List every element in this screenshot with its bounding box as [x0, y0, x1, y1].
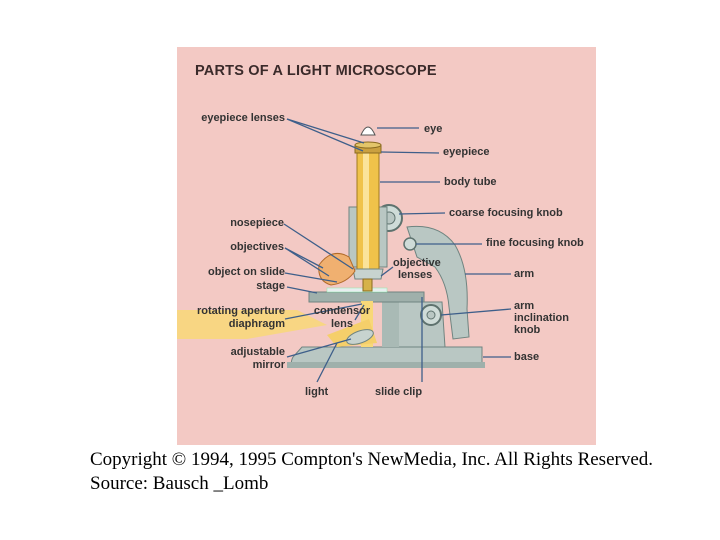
objective-lens: [362, 278, 373, 292]
label-stage: stage: [256, 280, 285, 292]
label-condensor-lens-line1: condensor: [313, 305, 371, 317]
label-adjustable-mirror-line2: mirror: [252, 359, 285, 371]
label-slide-clip: slide clip: [375, 386, 423, 398]
stage-support: [382, 302, 399, 347]
label-fine-focusing-knob: fine focusing knob: [486, 237, 584, 249]
label-object-on-slide: object on slide: [207, 266, 285, 278]
arm-inclination-knob-inner: [426, 310, 436, 320]
label-rotating-aperture-line1: rotating aperture: [196, 305, 285, 317]
microscope-arm: [406, 225, 470, 340]
label-eye: eye: [424, 123, 443, 135]
light-beam: [177, 310, 327, 339]
label-light: light: [305, 386, 329, 398]
slide: [326, 287, 388, 293]
label-base: base: [514, 351, 540, 363]
label-objective-lenses-line2: lenses: [398, 269, 433, 281]
label-objective-lenses-line1: objective: [393, 257, 441, 269]
body-tube-highlight: [363, 149, 369, 269]
eye-shape: [360, 126, 376, 136]
leader-lines: [283, 118, 512, 383]
label-rotating-aperture-line2: diaphragm: [228, 318, 285, 330]
base-bottom: [287, 362, 485, 368]
microscope-stage: [308, 291, 425, 303]
label-arm: arm: [514, 268, 535, 280]
label-arm-inclination-knob-line2: inclination: [514, 312, 569, 324]
nosepiece-shape: [352, 268, 384, 280]
fine-focusing-knob: [403, 237, 417, 251]
diagram-title: PARTS OF A LIGHT MICROSCOPE: [195, 63, 437, 79]
label-coarse-focusing-knob: coarse focusing knob: [449, 207, 563, 219]
source-text: Source: Bausch _Lomb: [90, 473, 269, 494]
label-body-tube: body tube: [444, 176, 497, 188]
microscope-illustration: [177, 118, 512, 383]
label-adjustable-mirror-line1: adjustable: [230, 346, 285, 358]
label-arm-inclination-knob-line3: knob: [514, 324, 541, 336]
label-objectives: objectives: [230, 241, 284, 253]
hand-on-nosepiece: [318, 252, 356, 286]
label-condensor-lens-line2: lens: [330, 318, 353, 330]
eyepiece-top: [354, 141, 382, 149]
microscope-diagram: PARTS OF A LIGHT MICROSCOPE eyepiece len…: [177, 47, 596, 445]
label-nosepiece: nosepiece: [230, 217, 284, 229]
copyright-text: Copyright © 1994, 1995 Compton's NewMedi…: [90, 449, 654, 470]
label-eyepiece-lenses: eyepiece lenses: [201, 112, 285, 124]
mirror-shape: [346, 329, 374, 345]
label-eyepiece: eyepiece: [443, 146, 490, 158]
label-arm-inclination-knob-line1: arm: [514, 300, 535, 312]
